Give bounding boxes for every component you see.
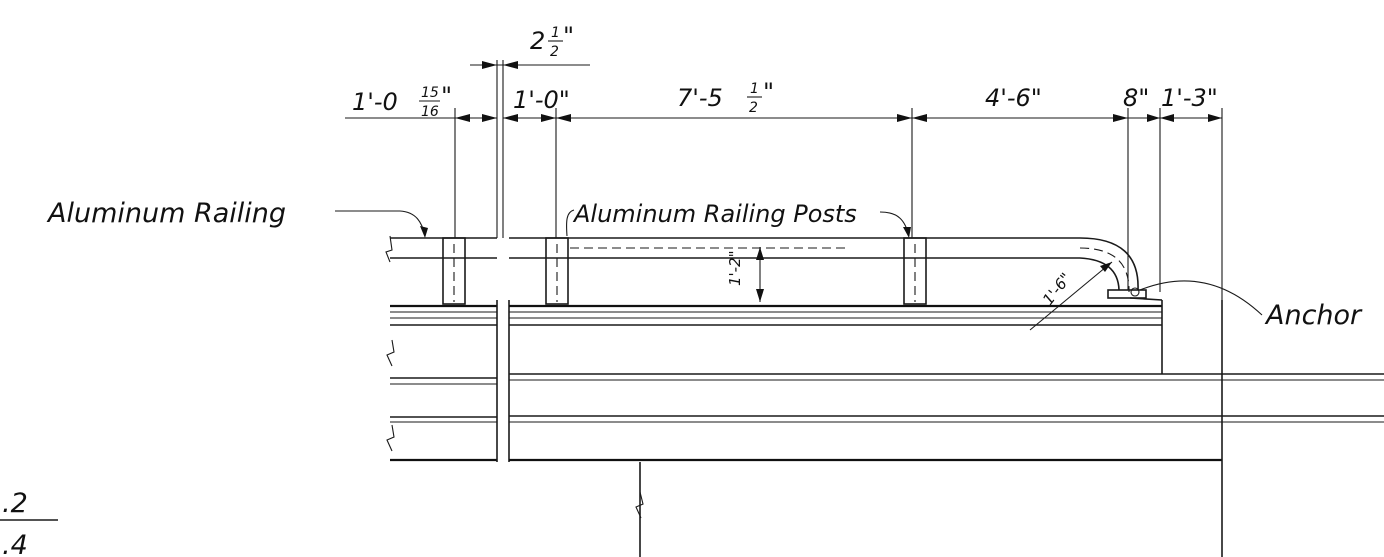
dimension-labels: 1'-0 15 16 " 2 1 2 " 1'-0" 7'-5 1 2 " 4'… [352,22,1218,120]
dim-2-1-2: 2 [530,27,545,55]
anchor-label: Anchor [1264,300,1363,331]
dim-1-3: 1'-3" [1161,84,1218,112]
callouts: Aluminum Railing Aluminum Railing Posts … [46,198,1363,331]
sheet-ref-bottom: .4 [2,530,28,557]
dim-7-5-1-2: 7'-5 [677,84,723,112]
dimension-lines [345,60,1223,300]
aluminum-railing-posts [442,237,927,305]
bend-radius-dimension: 1'-6" [1029,261,1113,331]
dim-7-5-1-2-den: 2 [749,100,758,116]
dim-8: 8" [1123,84,1149,112]
anchor-plate [1107,280,1263,316]
dim-1-0-15-16: 1'-0 [352,88,398,116]
dim-1-0-15-16-inch: " [441,82,452,110]
dim-2-1-2-num: 1 [551,25,560,41]
aluminum-railing-label: Aluminum Railing [46,198,286,229]
rail-height-label: 1'-2" [726,250,744,286]
dim-7-5-1-2-inch: " [763,78,774,106]
deck-slab [386,297,1384,557]
dim-7-5-1-2-num: 1 [750,81,759,97]
dim-1-0-15-16-den: 16 [421,104,439,120]
aluminum-railing [385,235,1139,293]
dim-2-1-2-den: 2 [550,44,559,60]
sheet-ref-top: .2 [2,488,28,519]
dim-1-0-15-16-num: 15 [421,85,439,101]
dim-2-1-2-inch: " [563,22,574,50]
bend-radius-label: 1'-6" [1039,269,1075,308]
dim-1-0: 1'-0" [513,86,570,114]
sheet-reference: .2 .4 [0,488,58,557]
aluminum-railing-posts-label: Aluminum Railing Posts [572,200,857,228]
rail-height-dimension: 1'-2" [726,247,764,302]
dim-4-6: 4'-6" [985,84,1042,112]
